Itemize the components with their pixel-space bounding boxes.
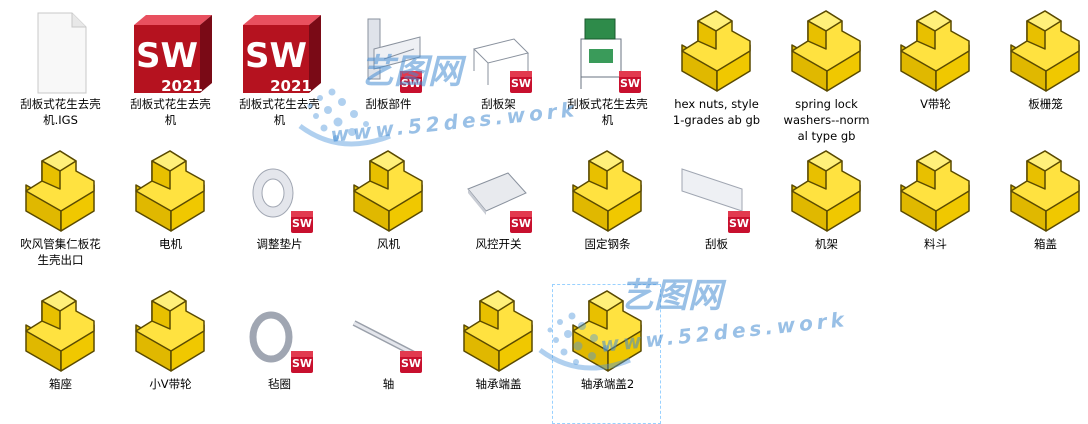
sw-part-preview-icon: SW	[444, 9, 553, 95]
svg-text:SW: SW	[136, 36, 198, 76]
sw-washer-preview-icon: SW	[225, 149, 334, 235]
file-name-label: 刮板式花生去壳 机.IGS	[20, 97, 101, 127]
file-name-label: 刮板部件	[365, 97, 412, 111]
file-name-label: hex nuts, style 1-grades ab gb	[672, 97, 761, 127]
file-item[interactable]: V带轮	[880, 4, 989, 144]
svg-text:SW: SW	[620, 77, 640, 90]
document-icon	[6, 9, 115, 95]
sw-shaft-preview-icon: SW	[334, 289, 443, 375]
file-item[interactable]: 刮板式花生去壳 机.IGS	[5, 4, 114, 144]
sw-badge-icon: SW	[510, 71, 532, 93]
file-item[interactable]: 电机	[115, 144, 224, 284]
file-name-label: 小V带轮	[149, 377, 192, 391]
file-name-label: 固定钢条	[584, 237, 631, 251]
sw-badge-icon: SW	[619, 71, 641, 93]
file-name-label: 电机	[159, 237, 182, 251]
file-item[interactable]: hex nuts, style 1-grades ab gb	[661, 4, 770, 144]
file-item[interactable]: 轴承端盖	[443, 284, 552, 424]
step-part-icon	[444, 289, 553, 375]
file-item[interactable]: SW 刮板架	[443, 4, 552, 144]
file-item[interactable]: 风机	[333, 144, 442, 284]
step-part-icon	[6, 289, 115, 375]
file-name-label: 轴承端盖	[475, 377, 522, 391]
file-item[interactable]: 固定钢条	[552, 144, 661, 284]
step-part-icon	[881, 9, 990, 95]
sw-plate-preview-icon: SW	[444, 149, 553, 235]
sw-badge-icon: SW	[400, 71, 422, 93]
file-name-label: 机架	[815, 237, 838, 251]
file-item[interactable]: 小V带轮	[115, 284, 224, 424]
svg-text:SW: SW	[511, 217, 531, 230]
file-item[interactable]: SW 调整垫片	[224, 144, 333, 284]
file-item[interactable]: 板栅笼	[990, 4, 1088, 144]
file-name-label: 刮板式花生去壳 机	[130, 97, 211, 127]
file-name-label: 轴承端盖2	[580, 377, 635, 391]
file-name-label: 风机	[377, 237, 400, 251]
solidworks-2021-icon: SW 2021	[116, 9, 225, 95]
file-name-label: 调整垫片	[256, 237, 303, 251]
step-part-icon	[553, 149, 662, 235]
sw-badge-icon: SW	[400, 351, 422, 373]
sw-ring-preview-icon: SW	[225, 289, 334, 375]
file-name-label: 刮板架	[481, 97, 516, 111]
file-item[interactable]: SW 2021 刮板式花生去壳 机	[224, 4, 333, 144]
svg-text:SW: SW	[292, 217, 312, 230]
file-name-label: 箱座	[49, 377, 72, 391]
svg-text:2021: 2021	[161, 77, 203, 95]
step-part-icon	[116, 149, 225, 235]
file-item[interactable]: 吹风管集仁板花 生壳出口	[5, 144, 114, 284]
file-name-label: 料斗	[924, 237, 947, 251]
step-part-icon	[553, 289, 662, 375]
sw-badge-icon: SW	[291, 351, 313, 373]
svg-text:SW: SW	[245, 36, 307, 76]
step-part-icon	[772, 9, 881, 95]
file-item[interactable]: spring lock washers--norm al type gb	[771, 4, 880, 144]
svg-text:2021: 2021	[270, 77, 312, 95]
file-item[interactable]: SW 刮板	[661, 144, 770, 284]
sw-badge-icon: SW	[728, 211, 750, 233]
file-item[interactable]: SW 刮板式花生去壳 机	[552, 4, 661, 144]
sw-long-plate-preview-icon: SW	[662, 149, 771, 235]
step-part-icon	[991, 9, 1088, 95]
file-item[interactable]: 箱座	[5, 284, 114, 424]
file-item[interactable]: 机架	[771, 144, 880, 284]
step-part-icon	[334, 149, 443, 235]
svg-text:SW: SW	[401, 77, 421, 90]
file-name-label: 刮板式花生去壳 机	[239, 97, 320, 127]
svg-text:SW: SW	[729, 217, 749, 230]
file-item[interactable]: SW 风控开关	[443, 144, 552, 284]
file-name-label: V带轮	[920, 97, 951, 111]
file-item[interactable]: 轴承端盖2	[552, 284, 661, 424]
file-item[interactable]: SW 刮板部件	[333, 4, 442, 144]
sw-badge-icon: SW	[510, 211, 532, 233]
step-part-icon	[991, 149, 1088, 235]
step-part-icon	[662, 9, 771, 95]
step-part-icon	[772, 149, 881, 235]
svg-text:SW: SW	[401, 357, 421, 370]
sw-badge-icon: SW	[291, 211, 313, 233]
file-name-label: 刮板式花生去壳 机	[567, 97, 648, 127]
solidworks-2021-icon: SW 2021	[225, 9, 334, 95]
file-name-label: 吹风管集仁板花 生壳出口	[20, 237, 101, 267]
file-item[interactable]: SW 毡圈	[224, 284, 333, 424]
sw-machine-preview-icon: SW	[553, 9, 662, 95]
sw-assembly-preview-icon: SW	[334, 9, 443, 95]
svg-text:SW: SW	[292, 357, 312, 370]
step-part-icon	[881, 149, 990, 235]
file-item[interactable]: 料斗	[880, 144, 989, 284]
file-item[interactable]: SW 轴	[333, 284, 442, 424]
file-item[interactable]: 箱盖	[990, 144, 1088, 284]
file-name-label: 板栅笼	[1028, 97, 1063, 111]
file-name-label: 毡圈	[268, 377, 291, 391]
file-item[interactable]: SW 2021 刮板式花生去壳 机	[115, 4, 224, 144]
step-part-icon	[116, 289, 225, 375]
file-name-label: 风控开关	[475, 237, 522, 251]
step-part-icon	[6, 149, 115, 235]
file-name-label: 箱盖	[1034, 237, 1057, 251]
file-name-label: 轴	[382, 377, 395, 391]
file-name-label: 刮板	[705, 237, 728, 251]
svg-text:SW: SW	[511, 77, 531, 90]
file-name-label: spring lock washers--norm al type gb	[783, 97, 870, 143]
